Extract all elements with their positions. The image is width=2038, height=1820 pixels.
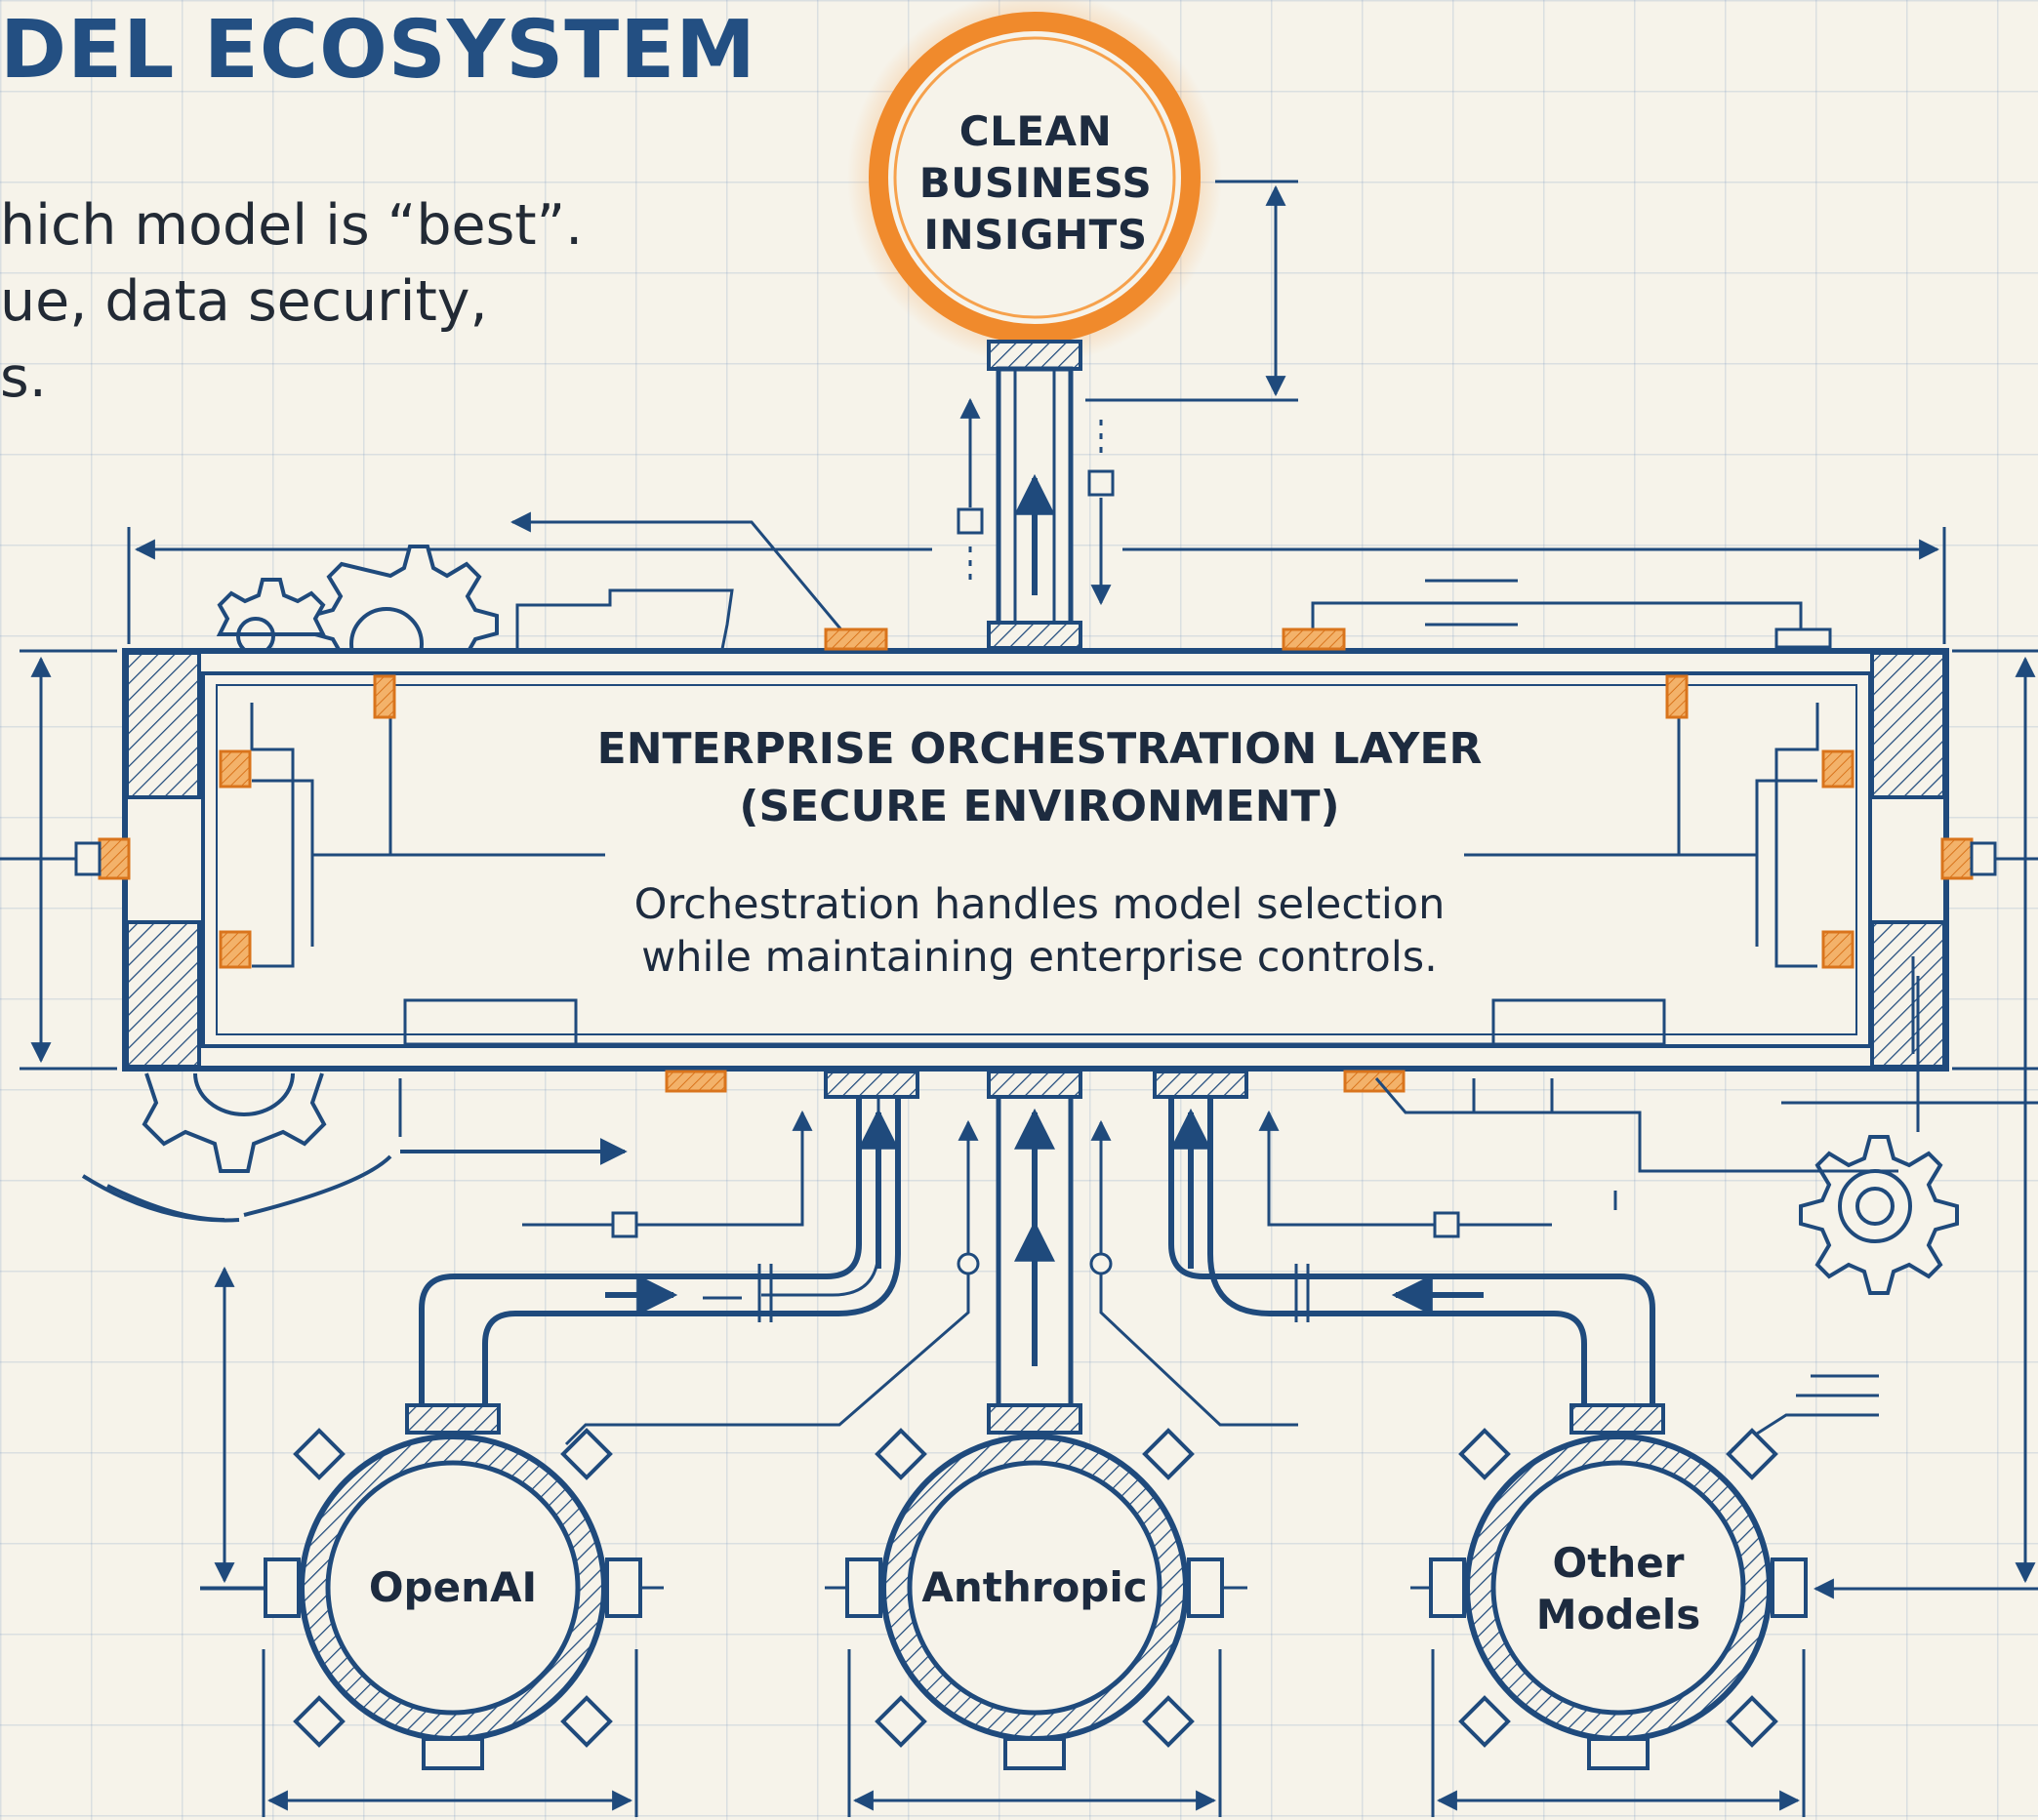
layer-title-line: (SECURE ENVIRONMENT) [739,782,1340,831]
layer-description-line: Orchestration handles model selection [633,880,1446,929]
model-label-other: Other Models [1501,1537,1735,1640]
model-label-anthropic: Anthropic [917,1561,1152,1613]
intro-line: s. [0,345,47,410]
layer-description-line: while maintaining enterprise controls. [641,933,1438,982]
model-label-openai: OpenAI [336,1561,570,1613]
insights-label-line: BUSINESS [918,159,1153,207]
layer-description: Orchestration handles model selection wh… [547,878,1532,984]
layer-title: ENTERPRISE ORCHESTRATION LAYER (SECURE E… [488,720,1591,835]
model-pipes [419,1088,1655,1416]
page-title: DEL ECOSYSTEM [0,4,756,97]
model-label-line: Anthropic [921,1563,1148,1611]
gear-icon [81,1072,628,1223]
model-label-line: Models [1535,1591,1701,1638]
model-node-openai [200,1403,664,1817]
output-pipe [987,366,1082,650]
model-label-line: OpenAI [368,1563,538,1611]
orchestration-layer-box [74,627,1997,1093]
model-node-anthropic [825,1403,1247,1817]
gear-icon [1799,1135,1959,1295]
gear-icon [216,545,499,681]
model-label-line: Other [1552,1539,1685,1587]
intro-line: hich model is “best”. [0,193,584,258]
pipe-flanges [824,1070,1248,1099]
width-dimension [127,511,1946,650]
insights-dimension [1085,180,1298,402]
insights-node [847,0,1222,371]
layer-title-line: ENTERPRISE ORCHESTRATION LAYER [596,724,1483,774]
intro-text: hich model is “best”. ue, data security,… [0,187,583,416]
insights-label: CLEAN BUSINESS INSIGHTS [908,105,1163,261]
secondary-flows [522,1110,1879,1451]
output-side-flows [957,397,1115,606]
insights-label-line: INSIGHTS [923,211,1148,259]
insights-label-line: CLEAN [958,107,1113,155]
model-node-other [1410,1403,1808,1817]
height-dimension [0,649,2038,1599]
intro-line: ue, data security, [0,269,488,334]
